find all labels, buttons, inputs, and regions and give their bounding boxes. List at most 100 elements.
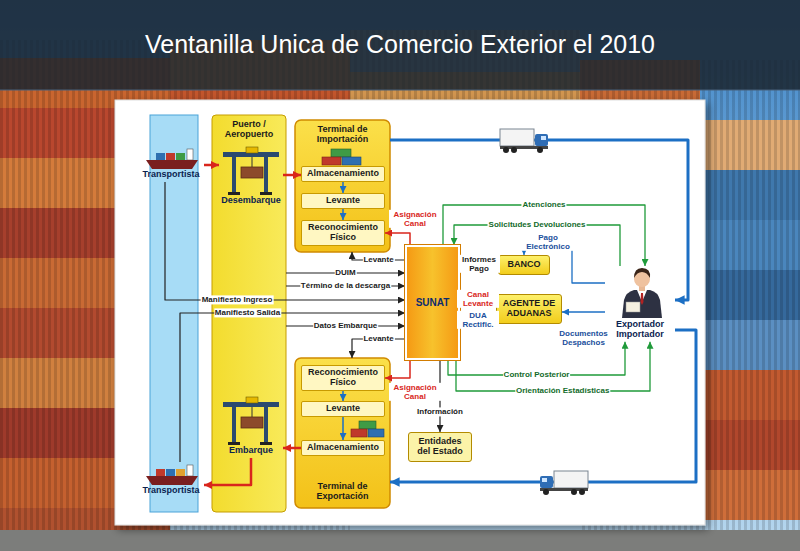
node-text: Reconocimiento Físico [305,368,381,388]
edge-label: Manifiesto Ingreso [201,295,274,304]
crane-cable [252,157,253,167]
edge-label: Documentos Despachos [556,329,612,347]
person-tie [641,293,644,305]
container [322,157,341,165]
container [331,149,351,157]
connector [180,313,405,462]
ship-bridge [187,465,193,476]
connector [342,209,344,220]
agency-box: Entidades del Estado [408,432,472,462]
customs-hub: SUNAT [405,245,460,360]
container [359,421,376,429]
edge-label: Informes Pago [458,255,500,273]
ship-cargo [166,153,175,160]
ship-bridge [187,149,193,160]
process-box: Almacenamiento [301,166,385,182]
node-text: Levante [305,404,381,414]
truck-trailer [554,471,588,488]
process-box: Reconocimiento Físico [301,220,385,246]
edge-label: DUIM [334,268,356,277]
crane-cable [252,407,253,417]
connector [342,417,344,440]
crane-leg [232,407,236,443]
trader-figure: Exportador Importador [605,266,675,342]
ship-cargo [166,469,175,476]
import-terminal-fill [295,120,390,252]
truck-icon [500,129,548,153]
node-text: Almacenamiento [305,443,381,453]
node-text: Desembarque [220,196,282,206]
export-terminal: Terminal de Exportación Reconocimiento Fí… [295,358,390,508]
process-box: Almacenamiento [301,440,385,456]
connector [283,447,301,450]
connector [204,458,251,485]
title-bar [0,0,800,90]
edge-label: Levante [362,334,394,343]
crane-icon [223,397,279,445]
crane-cab [246,397,258,403]
node-text: Levante [305,196,381,206]
edge-label: Atenciones [521,200,566,209]
crane-load [241,167,263,178]
edge-label: Levante [362,255,394,264]
container-pile [351,421,384,437]
node-text: AGENTE DE ADUANAS [500,299,558,319]
edge-label: Asignación Canal [389,383,441,401]
node-text: SUNAT [416,297,450,308]
edge-label: Canal Levante [457,290,499,308]
ship-hull [146,476,198,485]
connector [562,311,605,312]
trader-person [622,268,662,318]
truck-window [542,478,547,482]
ship-cargo [156,469,165,476]
port-column-fill [212,115,286,512]
container-stack [0,30,800,551]
carrier-label: Transportista [138,146,204,182]
truck-trailer [500,129,534,146]
truck-wheel [543,489,549,495]
ship-cargo [156,153,165,160]
edge-label: Datos Embarque [313,321,379,330]
edge-label: Manifiesto Salida [214,308,281,317]
connector [385,360,410,378]
bank-box: BANCO [498,255,550,275]
edge-label: Término de la descarga [300,281,391,290]
ship-cargo [176,153,185,160]
truck-wheel [503,147,509,153]
crane-load [241,417,263,428]
connector [342,182,344,193]
crane-base [228,442,240,445]
connector [456,342,650,391]
edge-label: DUA Rectific. [457,311,499,329]
loading-step: Embarque [219,396,283,458]
ground [0,530,800,551]
ship-cargo [176,469,185,476]
title-text: Ventanilla Unica de Comercio Exterior el… [0,29,800,59]
carrier-label: Transportista [138,462,204,498]
person-documents [626,302,640,312]
edge-label: Orientación Estadísticas [515,386,610,395]
crane-base [260,192,272,195]
crane-leg [264,407,268,443]
ship-hull [146,160,198,169]
truck-icon [540,471,588,495]
crane-leg [264,157,268,193]
connector [385,233,410,245]
container [342,157,361,165]
agent-box: AGENTE DE ADUANAS [496,294,562,324]
node-text: Reconocimiento Físico [305,223,381,243]
node-text: Terminal de Exportación [298,482,387,502]
truck-window [541,136,546,140]
edge-label: Asignación Canal [389,210,441,228]
connector [283,174,301,177]
node-text: BANCO [502,260,546,270]
truck-wheel [571,489,577,495]
crane-icon [223,147,279,195]
truck-cab [535,134,548,146]
node-text: Transportista [139,170,203,180]
connector [204,164,219,167]
